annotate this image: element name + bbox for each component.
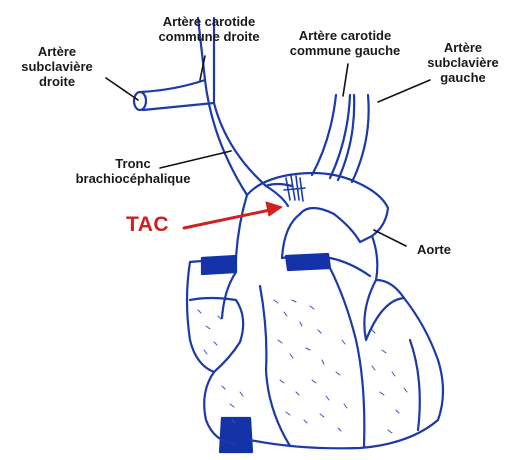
label-line: Aorte (406, 242, 462, 257)
label-line: Artère (8, 44, 106, 59)
callout-carotid-left (343, 64, 348, 96)
label-line: subclavière (420, 55, 506, 70)
callout-aorta (374, 230, 406, 246)
label-line: gauche (420, 70, 506, 85)
right-subclavian-artery (134, 80, 214, 110)
label-brachiocephalic-trunk: Tronc brachiocéphalique (58, 156, 208, 186)
label-aorta: Aorte (406, 242, 462, 257)
left-subclavian-artery (338, 95, 369, 182)
label-line: droite (8, 74, 106, 89)
label-line: Artère carotide (270, 28, 420, 43)
label-line: Artère (420, 40, 506, 55)
label-tac: TAC (126, 213, 169, 237)
label-right-common-carotid-artery: Artère carotide commune droite (124, 14, 294, 44)
label-line: Tronc (58, 156, 208, 171)
callout-subclavian-right (106, 78, 138, 100)
label-left-subclavian-artery: Artère subclavière gauche (420, 40, 506, 85)
label-line: commune droite (124, 29, 294, 44)
ascending-aorta (236, 186, 300, 258)
label-line: commune gauche (270, 43, 420, 58)
label-line: Artère carotide (124, 14, 294, 29)
label-line: brachiocéphalique (58, 171, 208, 186)
tac-arrow (184, 202, 282, 228)
constriction-site (284, 176, 305, 201)
label-line: subclavière (8, 59, 106, 74)
label-left-common-carotid-artery: Artère carotide commune gauche (270, 28, 420, 58)
label-right-subclavian-artery: Artère subclavière droite (8, 44, 106, 89)
